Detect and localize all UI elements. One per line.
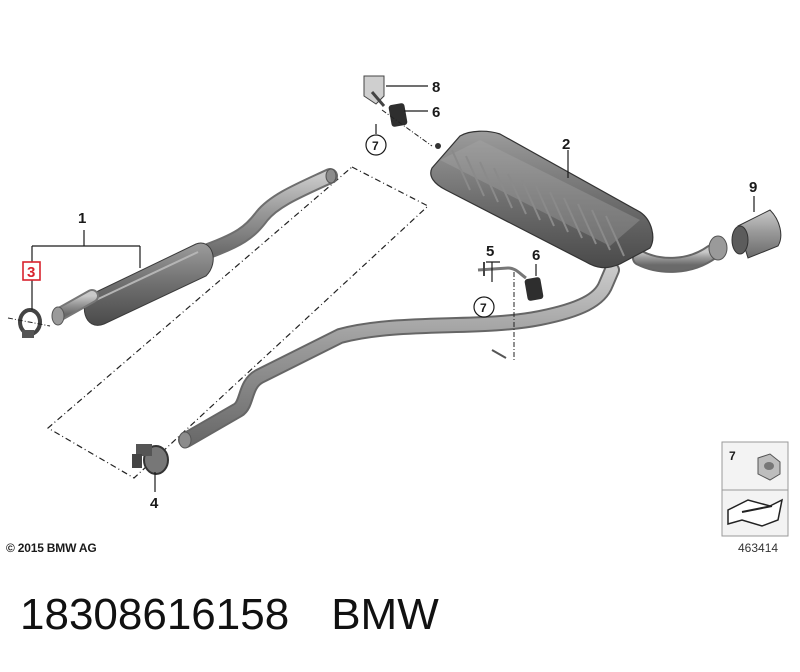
bracket-part-8[interactable]: [363, 75, 386, 107]
manufacturer-name: BMW: [331, 590, 439, 639]
legend-number-7: 7: [729, 449, 736, 463]
callout-7-upper: 7: [372, 139, 379, 153]
diagram-id: 463414: [738, 541, 779, 555]
callout-1: 1: [78, 210, 86, 227]
callout-9: 9: [749, 179, 757, 196]
front-pipe-part-1[interactable]: [51, 168, 338, 326]
callout-4: 4: [150, 495, 159, 512]
rubber-mount-part-6-upper[interactable]: [388, 103, 408, 127]
part-number: 18308616158: [20, 590, 290, 639]
assembly-outline: [46, 166, 430, 479]
legend-box: 7: [721, 441, 789, 537]
clamp-part-4[interactable]: [132, 444, 169, 475]
hanger-part-5[interactable]: [477, 262, 527, 280]
tail-trim-part-9[interactable]: [731, 209, 782, 259]
callout-8: 8: [432, 79, 440, 96]
callout-5: 5: [486, 243, 494, 260]
callout-2: 2: [562, 136, 570, 153]
highlight-box-part-3: [22, 261, 41, 281]
callout-7-lower-circle: [473, 296, 495, 318]
callout-7-lower: 7: [480, 301, 487, 315]
direction-arrow-icon: [727, 498, 784, 527]
callout-6-upper: 6: [432, 104, 440, 121]
callout-6-lower: 6: [532, 247, 540, 264]
callout-7-upper-circle: [365, 134, 387, 156]
rubber-mount-part-6-lower[interactable]: [524, 277, 544, 301]
rear-pipe-part-2[interactable]: [178, 235, 728, 449]
copyright-text: © 2015 BMW AG: [6, 541, 97, 555]
nut-icon: [757, 453, 781, 481]
clamp-part-3[interactable]: [7, 308, 51, 338]
part-info-line: 18308616158 BMW: [20, 590, 439, 640]
callout-3: 3: [27, 264, 35, 281]
leader-lines: [31, 85, 755, 492]
rear-muffler-part-2[interactable]: [430, 130, 654, 269]
